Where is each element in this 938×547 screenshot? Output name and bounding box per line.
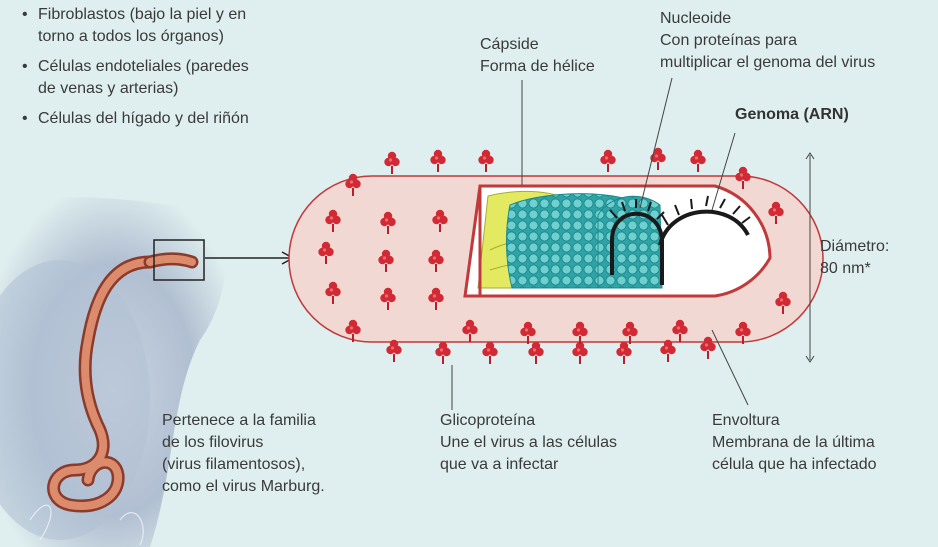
label-line: Forma de hélice [480,58,595,75]
label-genoma: Genoma (ARN) [735,106,849,123]
label-line: (virus filamentosos), [162,456,306,473]
label-familia: Pertenece a la familia de los filovirus … [162,410,325,498]
label-nucleoide: Nucleoide Con proteínas para multiplicar… [660,8,875,74]
label-glicoproteina: Glicoproteína Une el virus a las células… [440,410,617,476]
list-item-line: Fibroblastos (bajo la piel y en [38,6,247,23]
cell-targets-list: Fibroblastos (bajo la piel y en torno a t… [22,4,249,138]
label-line: de los filovirus [162,434,264,451]
list-item: Células del hígado y del riñón [22,108,249,130]
label-line: que va a infectar [440,456,559,473]
list-item-line: Células del hígado y del riñón [38,110,249,127]
label-line: Cápside [480,36,539,53]
label-line: como el virus Marburg. [162,478,325,495]
label-diametro: Diámetro: 80 nm* [820,236,889,280]
label-line: Envoltura [712,412,780,429]
label-line: multiplicar el genoma del virus [660,54,876,71]
list-item: Fibroblastos (bajo la piel y en torno a t… [22,4,249,48]
leader-lines [451,77,815,410]
label-line: Con proteínas para [660,32,797,49]
micrograph [0,197,227,547]
virus-particle [288,175,824,343]
list-item: Células endoteliales (paredes de venas y … [22,56,249,100]
label-line: Une el virus a las células [440,434,617,451]
label-line: Nucleoide [660,10,732,27]
label-line: Pertenece a la familia [162,412,316,429]
list-item-line: Células endoteliales (paredes [38,58,249,75]
zoom-box [153,239,205,281]
label-capside: Cápside Forma de hélice [480,34,595,78]
list-item-line: torno a todos los órganos) [38,28,224,45]
label-line: 80 nm* [820,260,871,277]
label-line: Glicoproteína [440,412,536,429]
list-item-line: de venas y arterias) [38,80,179,97]
label-envoltura: Envoltura Membrana de la última célula q… [712,410,877,476]
label-line: célula que ha infectado [712,456,877,473]
label-line: Membrana de la última [712,434,875,451]
label-line: Diámetro: [820,238,890,255]
